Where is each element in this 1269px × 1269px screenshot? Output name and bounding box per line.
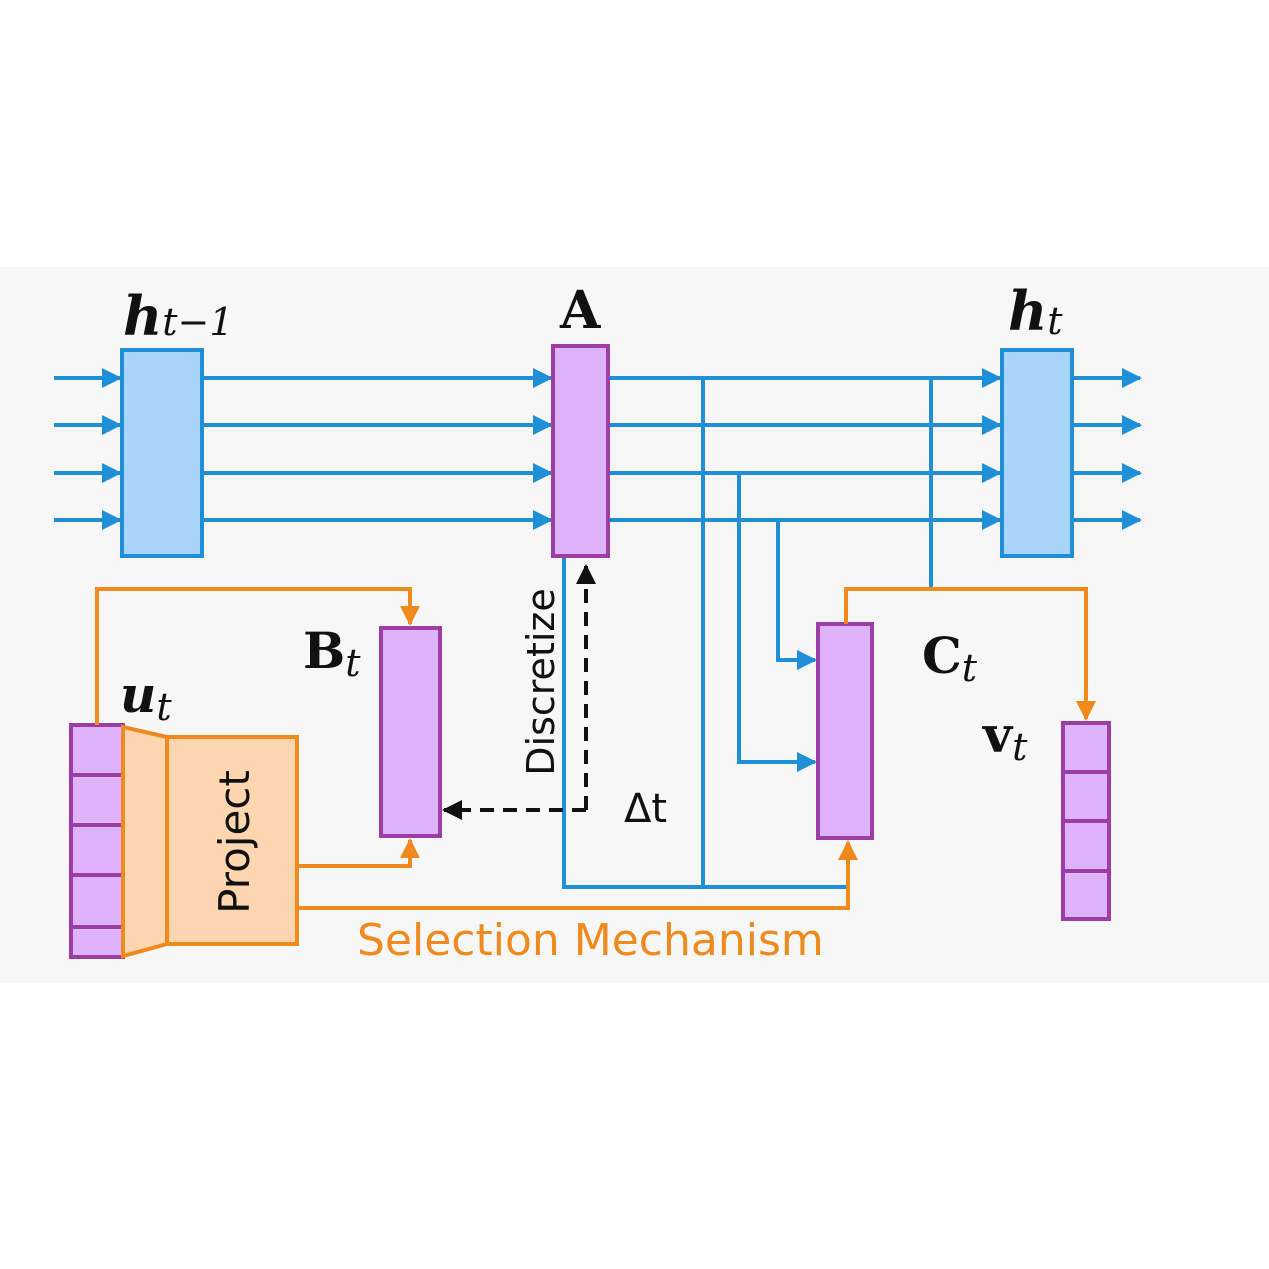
h-prev-to-A-arrows [204,368,553,530]
project-label: Project [210,770,259,914]
h-prev-label: ht−1 [123,284,234,348]
C-t-block [816,622,874,840]
h-prev-block [120,348,204,558]
project-block [165,735,299,946]
discretize-label: Discretize [519,588,563,775]
input-arrows [54,368,122,530]
output-arrows [1074,368,1142,530]
u-t-vector [69,723,125,959]
state-branch-lines [562,378,933,889]
A-label: A [559,280,601,341]
A-to-h-arrows [610,368,1002,530]
delta-t-label: Δt [624,786,667,832]
A-block [551,344,610,558]
h-t-block [1000,348,1074,558]
C-t-label: Ct [922,626,978,690]
B-t-block [379,626,442,838]
selection-lines [95,587,1096,910]
selection-mechanism-label: Selection Mechanism [357,915,824,966]
project-funnel [121,724,169,959]
h-t-label: ht [1008,279,1063,343]
B-t-label: Bt [303,621,361,685]
v-t-label: vt [982,705,1028,769]
v-t-vector [1061,721,1111,921]
discretize-path [442,564,596,820]
u-t-label: ut [120,665,172,729]
